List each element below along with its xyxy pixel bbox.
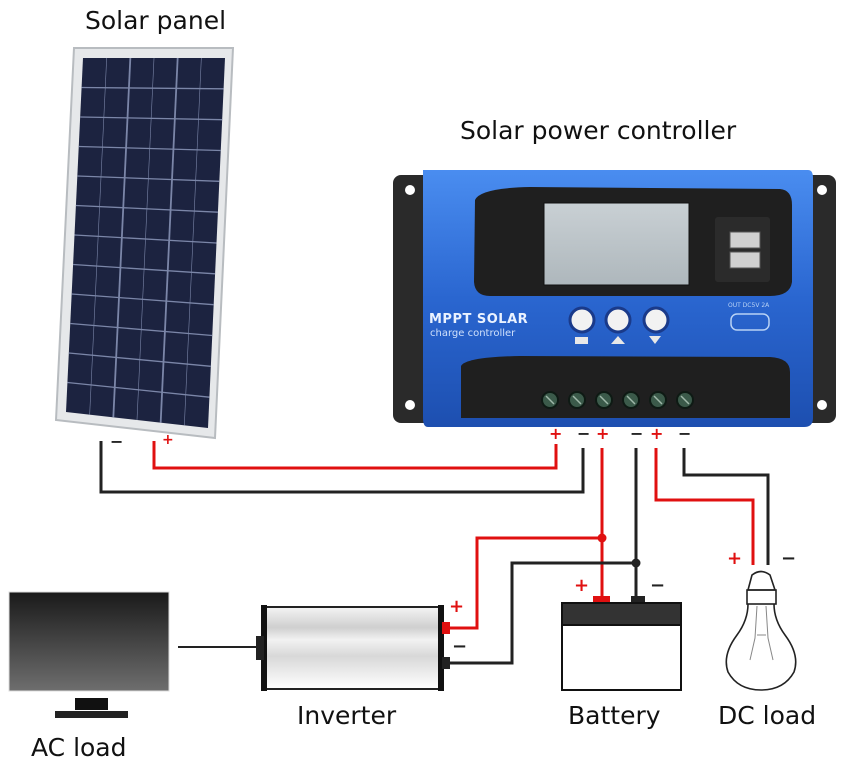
usb-port-1[interactable] [729, 231, 761, 249]
monitor-base [55, 711, 128, 718]
menu-icon [575, 337, 588, 344]
wire-load-positive [654, 448, 755, 565]
panel-column-line [136, 57, 155, 421]
junction-negative [631, 558, 641, 568]
wire-inverter-negative [449, 561, 636, 665]
battery [561, 596, 682, 691]
panel-column-line [159, 57, 179, 423]
battery-negative-terminal [631, 596, 645, 604]
battery-positive-sign: + [574, 575, 590, 596]
screw-slot [599, 395, 609, 405]
terminal-bar [461, 356, 790, 418]
battery-positive-terminal [593, 596, 610, 604]
menu-button[interactable] [568, 306, 596, 334]
down-button[interactable] [642, 306, 670, 334]
panel-negative-sign: − [110, 432, 124, 451]
screw-slot [626, 395, 636, 405]
inverter-positive-sign: + [449, 596, 465, 617]
wire-inverter-positive [449, 536, 602, 630]
inverter-endcap-right [438, 605, 444, 691]
charge-controller [393, 170, 836, 427]
solar-panel [54, 47, 235, 440]
mount-hole [817, 185, 827, 195]
controller-brand: MPPT SOLAR [429, 312, 529, 327]
inverter-label: Inverter [297, 701, 397, 730]
battery-label: Battery [568, 701, 661, 730]
inverter-ac-socket [256, 636, 264, 660]
panel-positive-sign: + [162, 432, 174, 448]
terminal-screws [541, 391, 694, 409]
panel-grid-lines [67, 57, 224, 426]
terminal-sign-5: + [650, 424, 664, 443]
dc-load-label: DC load [718, 701, 817, 730]
up-arrow-icon [611, 336, 625, 344]
wire-panel-positive [152, 441, 558, 470]
battery-top [561, 602, 682, 626]
terminal-sign-2: − [577, 424, 591, 443]
terminal-sign-3: + [596, 424, 610, 443]
panel-column-line [112, 57, 132, 418]
panel-column-line [184, 57, 202, 426]
dc-load-positive-sign: + [727, 548, 743, 569]
battery-case [561, 624, 682, 691]
up-button[interactable] [604, 306, 632, 334]
ac-load-label: AC load [31, 733, 127, 762]
ac-load-monitor [8, 591, 170, 718]
bulb-base [746, 589, 777, 605]
inverter [256, 605, 450, 691]
lcd-screen [543, 202, 690, 286]
inverter-negative-sign: − [452, 636, 468, 657]
wire-panel-negative [99, 441, 585, 494]
usb-output-icon [730, 313, 770, 331]
inverter-body [263, 606, 442, 690]
screw-slot [545, 395, 555, 405]
screw-slot [680, 395, 690, 405]
wire-load-negative [682, 448, 770, 565]
controller-label: Solar power controller [460, 116, 737, 145]
terminal-sign-6: − [678, 424, 692, 443]
inverter-negative-terminal [442, 657, 450, 669]
dc-load-bulb [725, 570, 797, 691]
usb-block [715, 217, 770, 282]
bulb-filament [749, 605, 774, 661]
junction-positive [597, 533, 607, 543]
panel-column-line [89, 57, 107, 415]
bulb-glass [725, 603, 797, 691]
screw-slot [653, 395, 663, 405]
mount-hole [405, 185, 415, 195]
battery-negative-sign: − [650, 575, 666, 596]
wires [99, 441, 770, 665]
inverter-positive-terminal [442, 622, 450, 634]
bulb-cap [746, 570, 777, 591]
mount-hole [405, 400, 415, 410]
usb-port-2[interactable] [729, 251, 761, 269]
terminal-sign-4: − [630, 424, 644, 443]
mount-hole [817, 400, 827, 410]
solar-panel-label: Solar panel [85, 6, 227, 35]
usb-output-label: OUT DC5V 2A [728, 302, 770, 309]
terminal-sign-1: + [549, 424, 563, 443]
down-arrow-icon [649, 336, 661, 344]
dc-load-negative-sign: − [781, 548, 797, 569]
monitor-neck [75, 698, 108, 710]
controller-subtitle: charge controller [430, 328, 516, 339]
screw-slot [572, 395, 582, 405]
monitor-screen [8, 591, 170, 692]
